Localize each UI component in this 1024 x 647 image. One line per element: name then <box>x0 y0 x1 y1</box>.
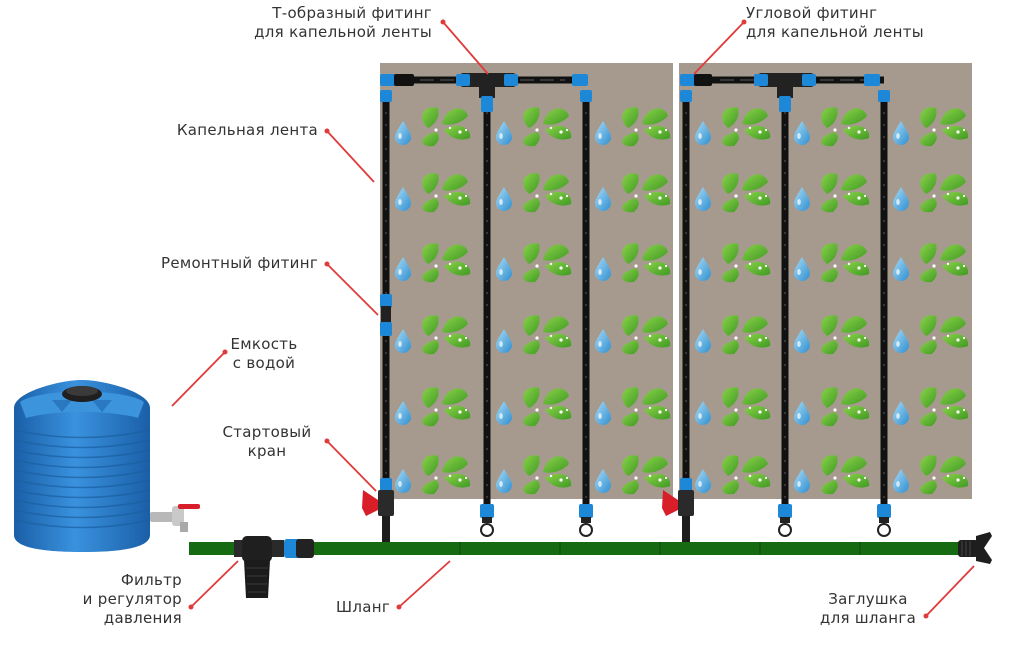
label-hose: Шланг <box>336 598 391 616</box>
tape-end-plugs <box>480 504 891 537</box>
corner-fittings <box>380 74 890 102</box>
label-hose-plug: Заглушка для шланга <box>819 590 917 627</box>
label-water-tank: Емкость с водой <box>230 335 298 372</box>
filter-and-regulator <box>234 536 314 598</box>
label-corner-fitting: Угловой фитинг для капельной ленты <box>746 4 924 41</box>
leader-lines <box>171 19 975 619</box>
water-tank <box>13 380 151 552</box>
label-filter: Фильтр и регулятор давления <box>82 571 182 627</box>
repair-fitting <box>380 294 392 336</box>
start-valves <box>362 478 694 542</box>
tee-fittings <box>456 73 816 112</box>
hose-plug <box>958 532 992 564</box>
label-repair-fitting: Ремонтный фитинг <box>160 254 318 272</box>
label-start-valve: Стартовый кран <box>222 423 312 460</box>
tank-tap <box>150 504 200 532</box>
hose <box>189 542 959 555</box>
label-tee-fitting: Т-образный фитинг для капельной ленты <box>254 4 432 41</box>
label-drip-tape: Капельная лента <box>176 121 318 139</box>
